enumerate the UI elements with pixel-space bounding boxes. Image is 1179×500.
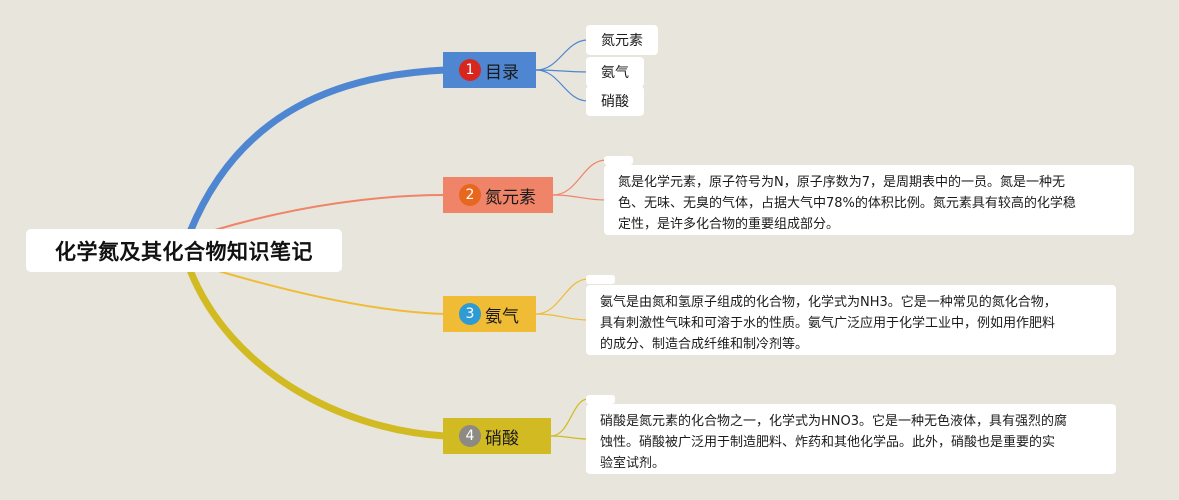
connector-nitrogen-blank	[552, 159, 607, 196]
root-topic[interactable]: 化学氮及其化合物知识笔记	[26, 229, 342, 272]
number-badge: 3	[459, 303, 481, 325]
connector-root-to-ammonia	[214, 269, 446, 315]
connector-root-to-nitric-acid	[186, 266, 449, 440]
number-badge: 4	[459, 425, 481, 447]
empty-subtopic[interactable]	[586, 395, 615, 404]
branch-nitrogen[interactable]: 2 氮元素	[443, 177, 553, 213]
connector-ammonia-blank	[535, 278, 589, 315]
connector-nitrogen-note	[552, 194, 607, 201]
connector-nitric-acid-blank	[550, 398, 589, 437]
ammonia-note[interactable]: 氨气是由氮和氢原子组成的化合物，化学式为NH3。它是一种常见的氮化合物， 具有刺…	[586, 285, 1116, 355]
empty-subtopic[interactable]	[604, 156, 633, 165]
branch-label: 氨气	[485, 306, 519, 327]
nitric-acid-note[interactable]: 硝酸是氮元素的化合物之一，化学式为HNO3。它是一种无色液体，具有强烈的腐 蚀性…	[586, 404, 1116, 474]
empty-subtopic[interactable]	[586, 275, 615, 284]
branch-contents[interactable]: 1 目录	[443, 52, 536, 88]
connector-contents-leaf-3	[535, 69, 589, 102]
connector-ammonia-note	[535, 313, 589, 321]
number-badge: 1	[459, 59, 481, 81]
nitrogen-note[interactable]: 氮是化学元素，原子符号为N，原子序数为7，是周期表中的一员。氮是一种无 色、无味…	[604, 165, 1134, 235]
contents-item-nitrogen[interactable]: 氮元素	[586, 25, 658, 55]
branch-label: 硝酸	[485, 428, 519, 449]
branch-label: 目录	[485, 62, 519, 83]
contents-item-nitric-acid[interactable]: 硝酸	[586, 86, 644, 116]
contents-item-ammonia[interactable]: 氨气	[586, 57, 644, 87]
connector-contents-leaf-1	[535, 39, 589, 71]
branch-ammonia[interactable]: 3 氨气	[443, 296, 536, 332]
number-badge: 2	[459, 184, 481, 206]
branch-label: 氮元素	[485, 187, 536, 208]
connector-nitric-acid-note	[550, 435, 589, 440]
connector-root-to-contents	[186, 66, 449, 236]
connector-root-to-nitrogen	[214, 194, 446, 231]
branch-nitric-acid[interactable]: 4 硝酸	[443, 418, 551, 454]
